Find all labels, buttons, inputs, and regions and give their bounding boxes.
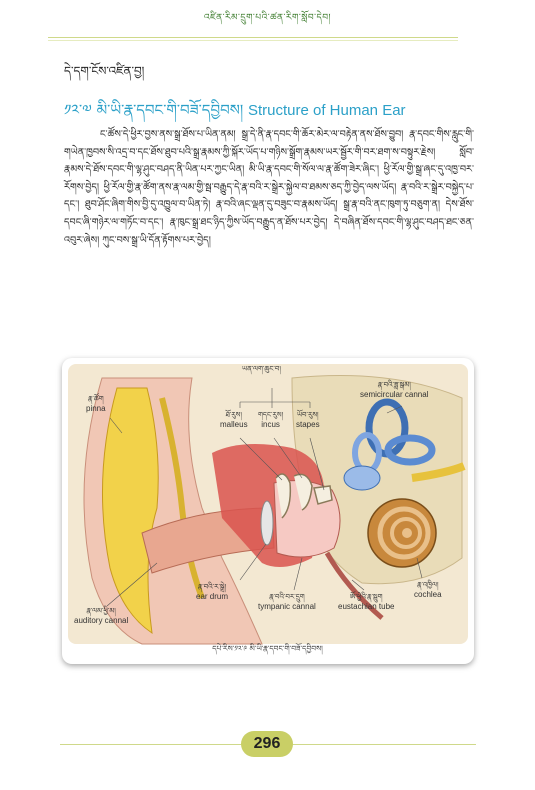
pinna-cartilage	[101, 387, 159, 635]
ear-diagram-illustration	[68, 364, 468, 645]
page-number-badge: 296	[241, 731, 293, 757]
lesson-title: ༡༢་༧ མི་ཡི་རྣ་དབང་གི་བཟོ་དབྱིབས། Structu…	[64, 94, 406, 136]
auditory-nerve	[411, 462, 466, 482]
header-rule	[48, 37, 458, 38]
vestibule	[343, 465, 381, 491]
stapes-bone	[313, 485, 333, 505]
label-eustachian-tube: ཨོ་ཕྱེའི་རྣ་སྦུག eustachian tube	[338, 593, 395, 611]
header-rule-secondary	[48, 40, 458, 41]
cochlea-center	[402, 528, 412, 538]
label-incus: གདང་རུས། incus	[258, 411, 284, 429]
figure-caption: དཔེ་རིས་༡༢་༩ མི་ཡི་རྣ་དབང་གི་བཟོ་དབྱིབས།	[212, 644, 323, 653]
cochlea-turn-1	[377, 506, 431, 560]
label-auditory-cannal: རྣ་ལམ་ཕྱི་མ། auditory cannal	[74, 607, 129, 625]
running-header: འཛིན་རིམ་དྲུག་པའི་ཚན་རིག་སློབ་དེབ།	[204, 13, 331, 23]
cartilage-fold	[159, 397, 205, 600]
body-paragraph: ང་ཚོས་དེ་ཕྱིར་བྱས་ནས་སྒྲ་ཐོས་པ་ཡིན་ནམ། ས…	[64, 129, 474, 246]
semicircular-canal-2	[384, 434, 436, 466]
label-tympanic-cannal: རྣ་བའི་བར་དྲུག tympanic cannal	[258, 593, 316, 611]
lesson-title-tibetan: མི་ཡི་རྣ་དབང་གི་བཟོ་དབྱིབས།	[96, 101, 244, 119]
cochlea-turn-2	[390, 517, 422, 549]
incus-bone	[293, 473, 313, 511]
lesson-number: ༡༢་༧	[64, 101, 92, 119]
lesson-title-english: Structure of Human Ear	[247, 102, 406, 119]
label-ossicles: ཡན་ལག་ཆུང་བ།	[242, 365, 281, 373]
eustachian-tube-shape	[324, 551, 384, 620]
label-semicircular-canal: རྣ་བའི་ཟླ་སྒམ། semicircular cannal	[360, 381, 429, 399]
label-pinna: རྣ་ཚོག pinna	[86, 395, 106, 413]
leader-lines	[106, 388, 423, 607]
ear-drum-shape	[260, 500, 274, 546]
section-label: དེ་དག་ངོས་འཛིན་བྱ།	[64, 64, 145, 78]
label-cochlea: རྣ་འཁྱིལ། cochlea	[414, 581, 442, 599]
ear-diagram-figure: ཡན་ལག་ཆུང་བ། རྣ་བའི་ཟླ་སྒམ། semicircular…	[62, 358, 474, 664]
label-ear-drum: རྣ་བའི་ར་སྒྲེ། ear drum	[196, 583, 229, 601]
label-malleus: ཐོ་རུས། malleus	[220, 411, 248, 429]
malleus-bone	[275, 473, 292, 519]
label-stapes: ཡོབ་རུས། stapes	[296, 411, 320, 429]
